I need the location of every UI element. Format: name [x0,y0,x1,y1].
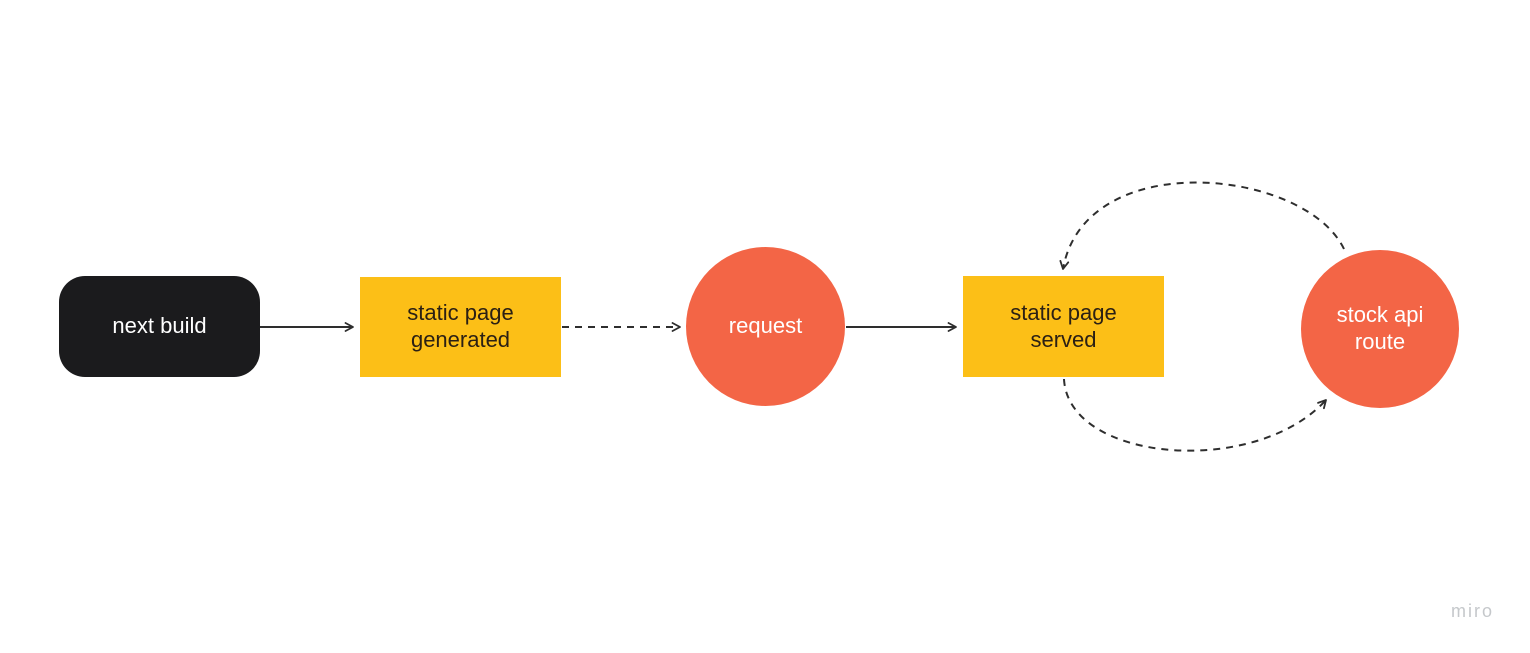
edge-static-page-served-to-stock-api-route[interactable] [1063,378,1327,452]
node-static-page-generated[interactable]: static page generated [360,277,561,377]
node-stock-api-route[interactable]: stock api route [1301,250,1459,408]
node-request[interactable]: request [686,247,845,406]
edge-stock-api-route-to-static-page-served[interactable] [1059,181,1345,270]
miro-watermark: miro [1451,601,1494,621]
node-static-page-generated-label: static page generated [407,300,514,352]
node-next-build[interactable]: next build [59,276,260,377]
node-static-page-served-label: static page served [1010,299,1117,352]
node-request-label: request [728,313,803,339]
node-next-build-label: next build [112,313,207,339]
node-stock-api-route-label: stock api route [1336,302,1424,354]
node-static-page-served[interactable]: static page served [963,276,1164,377]
